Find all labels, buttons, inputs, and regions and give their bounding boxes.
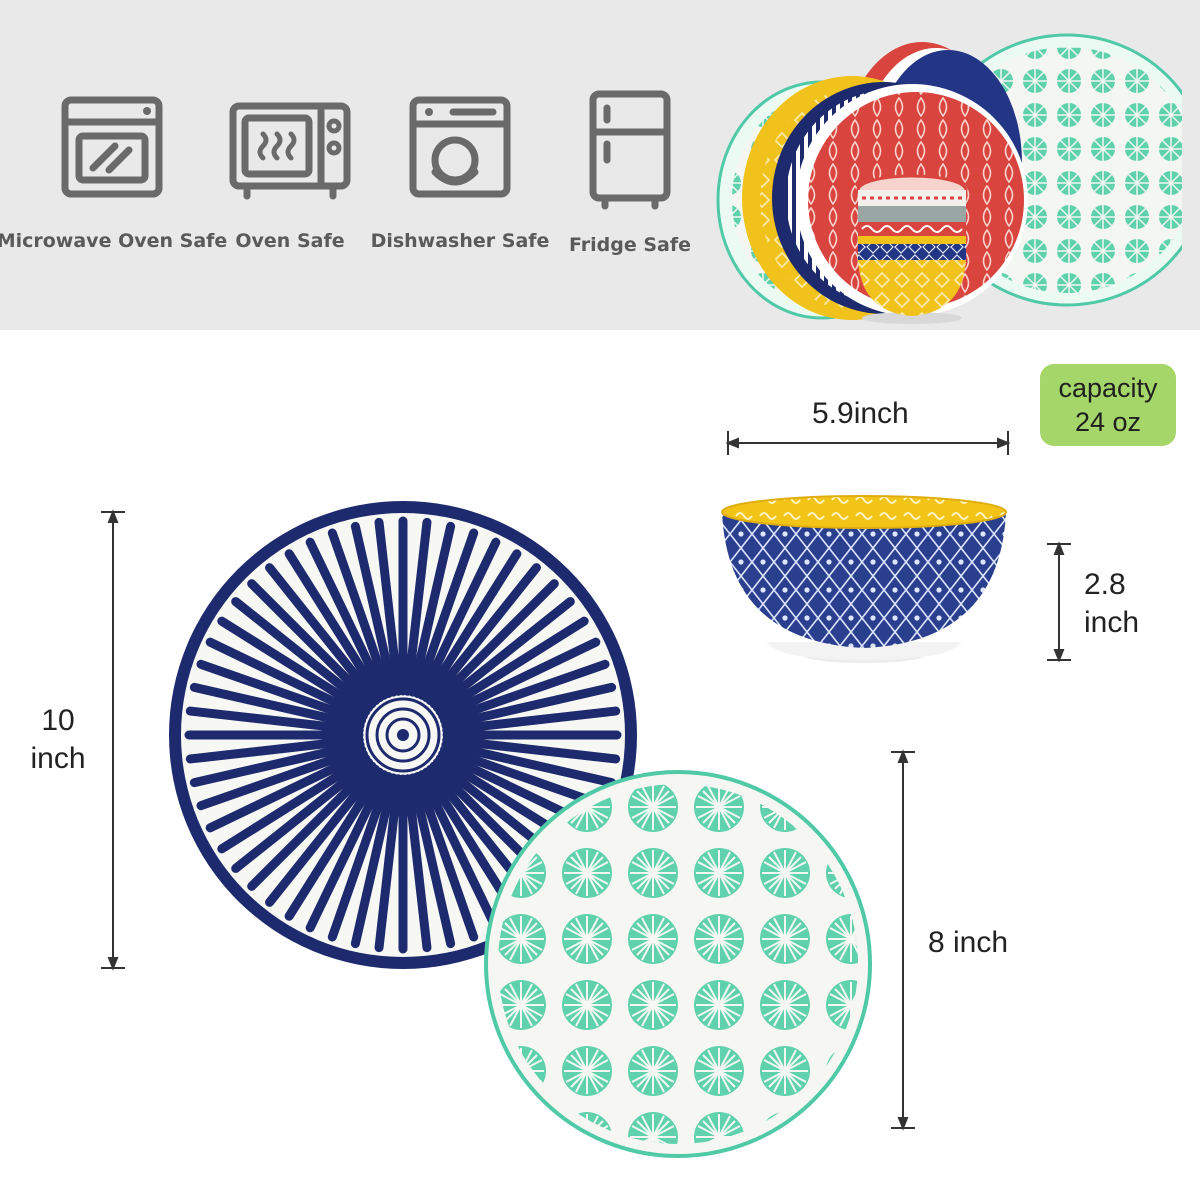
dinner-plate-value: 10 xyxy=(41,704,75,737)
plate-stripe xyxy=(305,770,389,933)
dishwasher-icon xyxy=(409,96,511,198)
plate-stripe xyxy=(432,597,575,713)
plate-stripe xyxy=(413,772,479,942)
plate-stripe xyxy=(441,682,617,730)
plate-stripe xyxy=(196,659,366,725)
dinnerware-set-photo xyxy=(716,33,1182,324)
dinner-plate-dimension-line xyxy=(101,509,125,971)
plate-stripe xyxy=(435,616,589,717)
plate-stripe xyxy=(305,537,389,700)
plate-stripe xyxy=(408,773,456,949)
plate-stripe xyxy=(205,637,368,721)
plate-stripe xyxy=(284,767,385,921)
plate-stripe xyxy=(265,764,381,907)
plate-stripe xyxy=(442,706,621,735)
plate-stripe xyxy=(425,563,541,706)
feature-label: Oven Safe xyxy=(235,230,345,252)
feature-oven-safe: Oven Safe xyxy=(190,92,390,252)
plate-stripe xyxy=(413,528,479,698)
features-banner: Microwave Oven Safe Oven Safe xyxy=(0,0,1200,330)
plate-stripe xyxy=(185,706,364,735)
feature-dishwasher-safe: Dishwasher Safe xyxy=(360,92,560,252)
plate-stripe xyxy=(403,774,432,953)
plate-stripe xyxy=(217,616,371,717)
oven-icon xyxy=(229,102,351,200)
plate-stripe xyxy=(284,549,385,703)
capacity-value: 24 oz xyxy=(1074,407,1142,437)
bowl-photo xyxy=(721,495,1007,663)
capacity-label: capacity xyxy=(1058,373,1158,403)
salad-plate-label: 8 inch xyxy=(928,926,1009,959)
bowl-height-unit: inch xyxy=(1084,606,1140,639)
plate-stripe xyxy=(231,757,374,873)
plate-stripe xyxy=(442,735,621,764)
teal-salad-plate-photo xyxy=(484,770,872,1158)
plate-stripe xyxy=(247,579,377,709)
plate-stripe xyxy=(403,517,432,696)
plate-stripe xyxy=(429,579,559,709)
plate-stripe xyxy=(440,745,610,811)
feature-label: Fridge Safe xyxy=(568,234,691,256)
bowl-height-value: 2.8 xyxy=(1084,568,1126,601)
plate-stripe xyxy=(189,682,365,730)
plate-stripe xyxy=(189,740,365,788)
plate-stripe xyxy=(350,521,398,697)
plate-stripe xyxy=(441,740,617,788)
plate-stripe xyxy=(374,517,403,696)
plate-stripe xyxy=(205,749,368,833)
plate-stripe xyxy=(231,597,374,713)
dinner-plate-unit: inch xyxy=(30,742,86,775)
bowl-width-label: 5.9inch xyxy=(812,397,909,430)
fridge-icon xyxy=(589,90,671,210)
plate-stripe xyxy=(350,773,398,949)
plate-stripe xyxy=(438,637,601,721)
plate-stripe xyxy=(217,753,371,854)
salad-plate-dimension-line xyxy=(891,749,915,1131)
dinner-plate-label: 10 inch xyxy=(26,702,90,778)
feature-microwave-oven-safe: Microwave Oven Safe xyxy=(0,92,227,252)
plate-stripe xyxy=(421,549,522,703)
feature-label: Dishwasher Safe xyxy=(370,230,550,252)
plate-stripe xyxy=(247,761,377,891)
bowl-height-label: 2.8 inch xyxy=(1084,566,1139,642)
plate-stripe xyxy=(185,735,364,764)
feature-fridge-safe: Fridge Safe xyxy=(530,90,730,256)
microwave-oven-icon xyxy=(61,96,163,198)
feature-label: Microwave Oven Safe xyxy=(0,230,228,252)
plate-stripe xyxy=(417,537,501,700)
plate-stripe xyxy=(440,659,610,725)
plate-stripe xyxy=(196,745,366,811)
capacity-badge: capacity 24 oz xyxy=(1040,364,1176,446)
plate-stripe xyxy=(265,563,381,706)
bowl-height-dimension-line xyxy=(1047,541,1071,663)
plate-stripe xyxy=(417,770,501,933)
bowl-width-dimension-line xyxy=(725,431,1011,455)
plate-stripe xyxy=(408,521,456,697)
plate-stripe xyxy=(327,772,393,942)
plate-stripe xyxy=(374,774,403,953)
plate-stripe xyxy=(327,528,393,698)
